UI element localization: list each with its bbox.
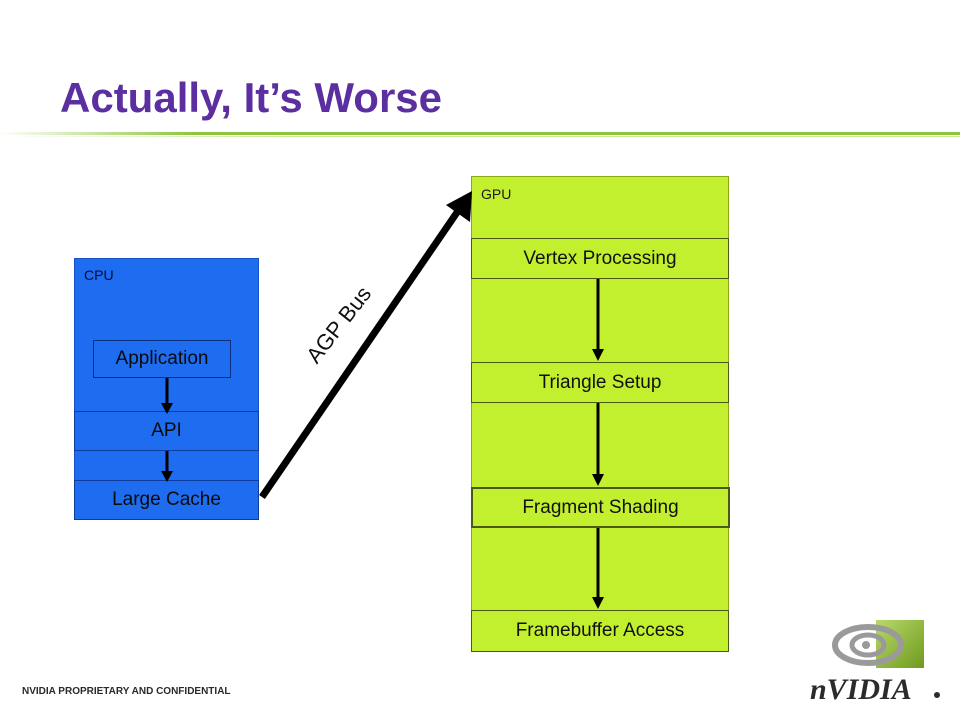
nvidia-logo: nVIDIA [806,615,946,710]
title-divider-thin [0,136,960,137]
cpu-label: CPU [84,267,114,283]
gpu-label: GPU [481,186,512,202]
arrow-fragment-to-framebuffer [592,528,604,609]
gpu-stage-vertex-processing: Vertex Processing [471,238,729,279]
nvidia-wordmark: nVIDIA [810,673,912,705]
confidentiality-footer: NVIDIA PROPRIETARY AND CONFIDENTIAL [22,686,231,697]
cpu-stage-application: Application [93,340,231,378]
title-divider [0,132,960,135]
agp-bus-arrow [259,191,472,499]
arrow-triangle-to-fragment [592,403,604,486]
arrow-application-to-api [161,378,173,414]
gpu-stage-fragment-shading: Fragment Shading [471,487,730,528]
arrow-api-to-cache [161,451,173,482]
gpu-stage-triangle-setup: Triangle Setup [471,362,729,403]
nvidia-eye-icon: nVIDIA [810,620,940,706]
cpu-stage-large-cache: Large Cache [74,480,259,520]
arrow-vertex-to-triangle [592,279,604,361]
cpu-stage-api: API [74,411,259,451]
slide-title: Actually, It’s Worse [60,74,442,121]
gpu-stage-framebuffer-access: Framebuffer Access [471,610,729,652]
